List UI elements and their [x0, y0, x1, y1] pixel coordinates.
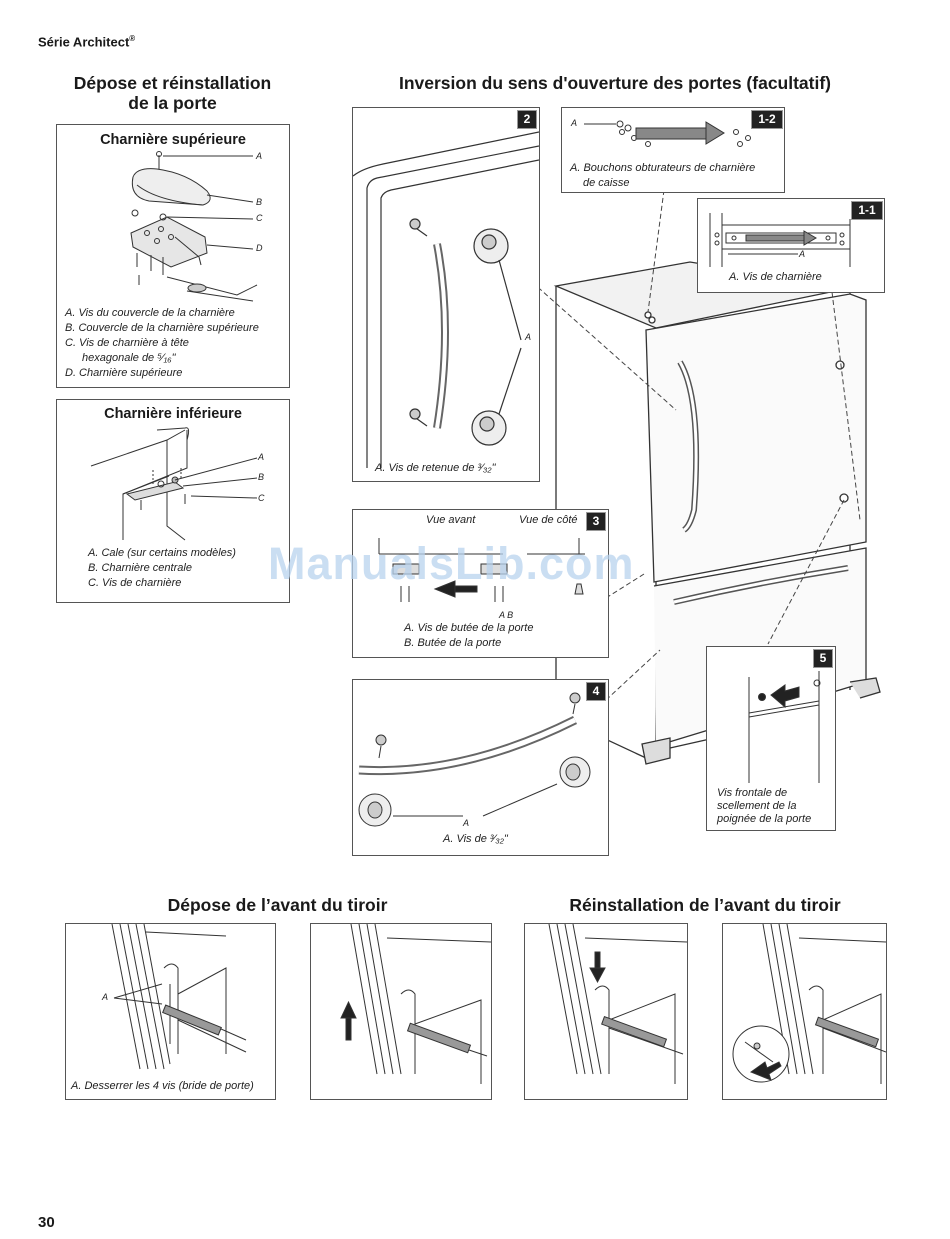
step-2-panel: 2 A A. Vis de retenue de ³⁄₃₂" — [352, 107, 540, 482]
upper-hinge-title: Charnière supérieure — [100, 132, 246, 148]
step-4-label-a: A — [463, 818, 470, 828]
lower-hinge-captions: A. Cale (sur certains modèles) B. Charni… — [88, 547, 236, 589]
drawer-step-1-panel: A A. Desserrer les 4 vis (bride de porte… — [65, 923, 276, 1100]
step-2-label-a: A — [525, 332, 532, 342]
upper-hinge-panel: Charnière supérieure A B C D A. Vis du c… — [56, 124, 290, 388]
lower-hinge-label-a: A — [258, 452, 265, 462]
step-1-1-panel: 1-1 A A. Vis de charnière — [697, 198, 885, 293]
lower-hinge-title: Charnière inférieure — [104, 406, 242, 422]
step-4-panel: 4 A A. Vis de ³⁄₃₂" — [352, 679, 609, 856]
drawer-step-1-illustration — [111, 924, 247, 1070]
step-1-1-label-a: A — [799, 249, 806, 259]
step-2-badge: 2 — [517, 110, 537, 129]
step-5-illustration — [748, 671, 821, 783]
lower-hinge-label-c: C — [258, 493, 265, 503]
upper-hinge-illustration — [130, 151, 258, 302]
drawer-removal-title: Dépose de l’avant du tiroir — [167, 895, 388, 915]
step-3-panel: 3 Vue avant Vue de côté A B A. Vis de bu… — [352, 509, 609, 658]
side-view-label: Vue de côté — [519, 514, 578, 526]
drawer-step-1-caption: A. Desserrer les 4 vis (bride de porte) — [71, 1080, 254, 1092]
page-number: 30 — [38, 1214, 55, 1231]
drawer-step-2-illustration — [340, 924, 491, 1084]
upper-hinge-captions: A. Vis du couvercle de la charnière B. C… — [65, 307, 259, 379]
drawer-step-2-panel — [310, 923, 492, 1100]
step-2-illustration — [353, 131, 539, 468]
upper-hinge-label-b: B — [256, 197, 263, 207]
step-1-2-panel: 1-2 A A. Bouchons obturateurs de charniè… — [561, 107, 785, 193]
drawer-step-4-panel — [722, 923, 887, 1100]
lower-hinge-label-b: B — [258, 472, 265, 482]
drawer-reinstall-title: Réinstallation de l’avant du tiroir — [569, 895, 841, 915]
step-1-2-badge: 1-2 — [751, 110, 783, 129]
step-1-2-captions: A. Bouchons obturateurs de charnière de … — [570, 162, 756, 189]
front-view-label: Vue avant — [426, 514, 476, 526]
step-3-illustration — [378, 538, 585, 602]
step-4-illustration — [358, 692, 591, 827]
step-1-2-label-a: A — [571, 118, 578, 128]
step-4-badge: 4 — [586, 682, 606, 701]
lower-hinge-panel: Charnière inférieure A B C A. Cale (sur … — [56, 399, 290, 603]
step-1-1-badge: 1-1 — [851, 201, 883, 220]
step-3-captions: A. Vis de butée de la porte B. Butée de … — [404, 622, 534, 649]
step-5-captions: Vis frontale de scellement de la poignée… — [717, 787, 812, 825]
upper-hinge-label-c: C — [256, 213, 263, 223]
step-1-1-illustration — [709, 213, 851, 267]
step-1-2-illustration — [584, 120, 751, 147]
step-5-panel: 5 Vis frontale de scellement de la poign… — [706, 646, 836, 831]
drawer-step-3-illustration — [548, 924, 687, 1084]
upper-hinge-label-d: D — [256, 243, 263, 253]
drawer-step-3-panel — [524, 923, 688, 1100]
drawer-step-4-illustration — [732, 924, 886, 1084]
step-3-badge: 3 — [586, 512, 606, 531]
step-4-caption: A. Vis de ³⁄₃₂" — [443, 833, 508, 845]
door-reversal-title: Inversion du sens d'ouverture des portes… — [398, 73, 832, 93]
step-3-labels-ab: A B — [499, 610, 514, 620]
lower-hinge-illustration — [90, 427, 258, 541]
drawer-step-1-label-a: A — [102, 992, 109, 1002]
left-section-title: Dépose et réinstallation de la porte — [73, 73, 272, 113]
step-5-badge: 5 — [813, 649, 833, 668]
step-2-caption: A. Vis de retenue de ³⁄₃₂" — [375, 462, 496, 474]
step-1-1-caption: A. Vis de charnière — [729, 271, 822, 283]
series-header: Série Architect® — [38, 34, 136, 50]
upper-hinge-label-a: A — [256, 151, 263, 161]
